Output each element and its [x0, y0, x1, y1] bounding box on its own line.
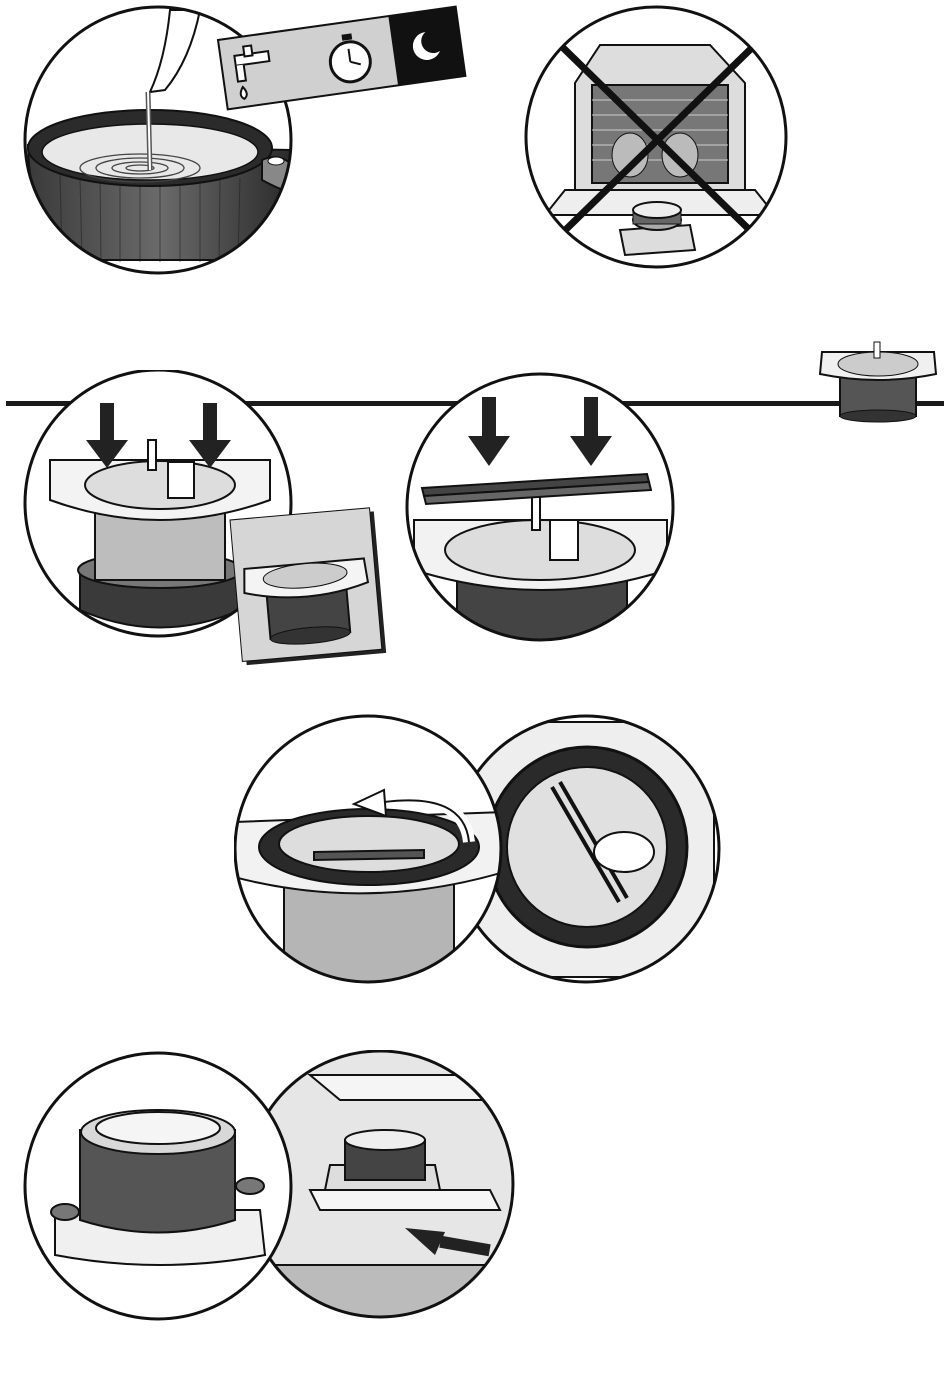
moon-icon: [388, 7, 465, 86]
figure-no-dishwasher: [520, 5, 800, 275]
holder-thumbnail: [818, 334, 938, 424]
figure-insert-sticks: [402, 370, 682, 645]
figure-soak-in-water: [0, 0, 480, 280]
figure-store-in-freezer: [20, 1050, 520, 1325]
figure-press-holder-into-bowl: [20, 370, 390, 670]
figure-insert-into-appliance: [234, 712, 724, 987]
